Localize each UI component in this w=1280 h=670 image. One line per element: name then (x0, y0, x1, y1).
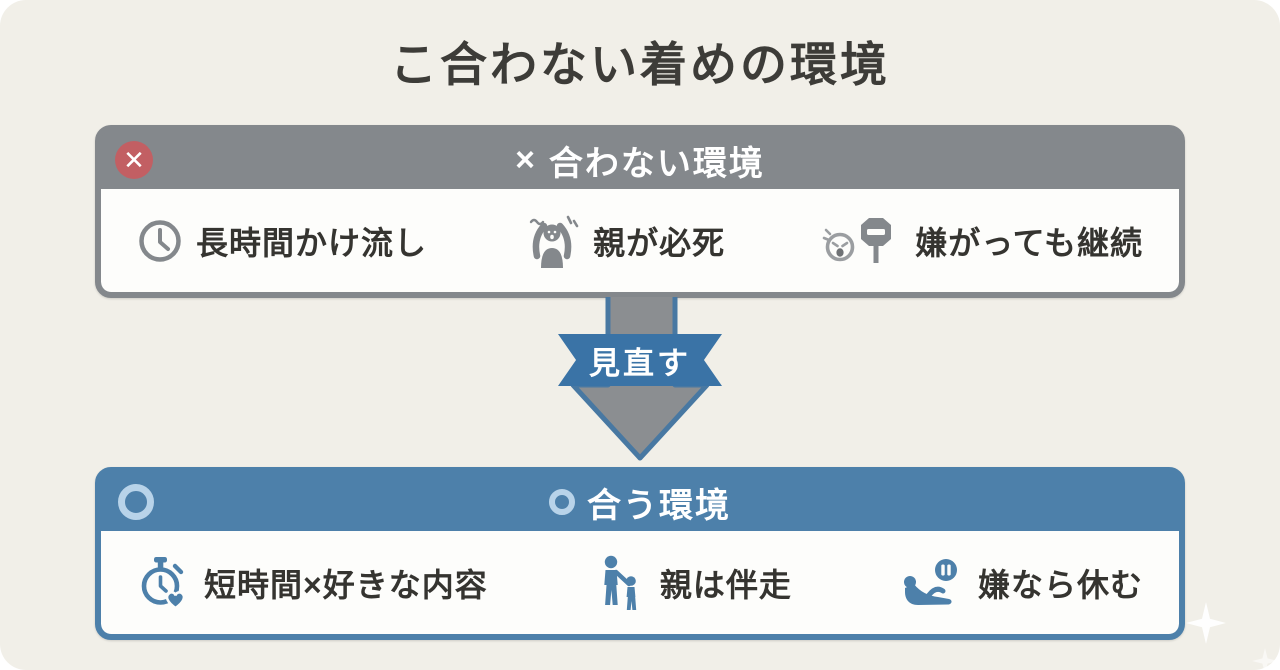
item-label: 短時間×好きな内容 (204, 566, 488, 603)
mismatch-header-title: × 合わない環境 (515, 136, 765, 185)
match-header-label: 合う環境 (587, 486, 731, 525)
sparkle-icon (1186, 602, 1226, 644)
resting-pause-icon (903, 558, 957, 605)
mismatch-header: ✕ × 合わない環境 (101, 131, 1179, 189)
list-item: 親が必死 (524, 214, 725, 268)
crying-child-stop-icon (822, 217, 892, 263)
mismatch-environment-box: ✕ × 合わない環境 長時間かけ流し (95, 125, 1185, 298)
sparkle-icon (1252, 648, 1278, 670)
item-label: 親が必死 (593, 224, 726, 261)
x-badge-icon: ✕ (115, 141, 153, 179)
list-item: 短時間×好きな内容 (137, 556, 488, 610)
x-mark: × (515, 140, 537, 179)
match-environment-box: 合う環境 短時間×好きな内容 (95, 467, 1185, 640)
clock-icon (139, 219, 181, 262)
list-item: 長時間かけ流し (137, 218, 427, 264)
item-label: 嫌がっても継続 (915, 224, 1143, 261)
mismatch-header-label: 合わない環境 (548, 144, 765, 183)
match-items-row: 短時間×好きな内容 親は伴走 (101, 531, 1179, 634)
list-item: 嫌なら休む (901, 557, 1143, 609)
circle-badge-icon (118, 484, 154, 520)
stopwatch-heart-icon (141, 556, 186, 610)
parent-child-icon (604, 555, 637, 610)
circle-mark-icon (549, 489, 575, 515)
review-ribbon: 見直す (558, 334, 722, 386)
match-header-title: 合う環境 (549, 478, 731, 527)
list-item: 嫌がっても継続 (822, 214, 1143, 268)
item-label: 長時間かけ流し (196, 224, 428, 261)
match-header: 合う環境 (101, 473, 1179, 531)
list-item: 親は伴走 (597, 554, 792, 612)
item-label: 嫌なら休む (977, 566, 1143, 603)
ribbon-label: 見直す (589, 345, 691, 381)
mismatch-items-row: 長時間かけ流し 親が必死 (101, 189, 1179, 292)
item-label: 親は伴走 (659, 566, 792, 603)
page-title: こ合わない着めの環境 (390, 38, 890, 91)
overwhelmed-parent-icon (529, 215, 579, 268)
